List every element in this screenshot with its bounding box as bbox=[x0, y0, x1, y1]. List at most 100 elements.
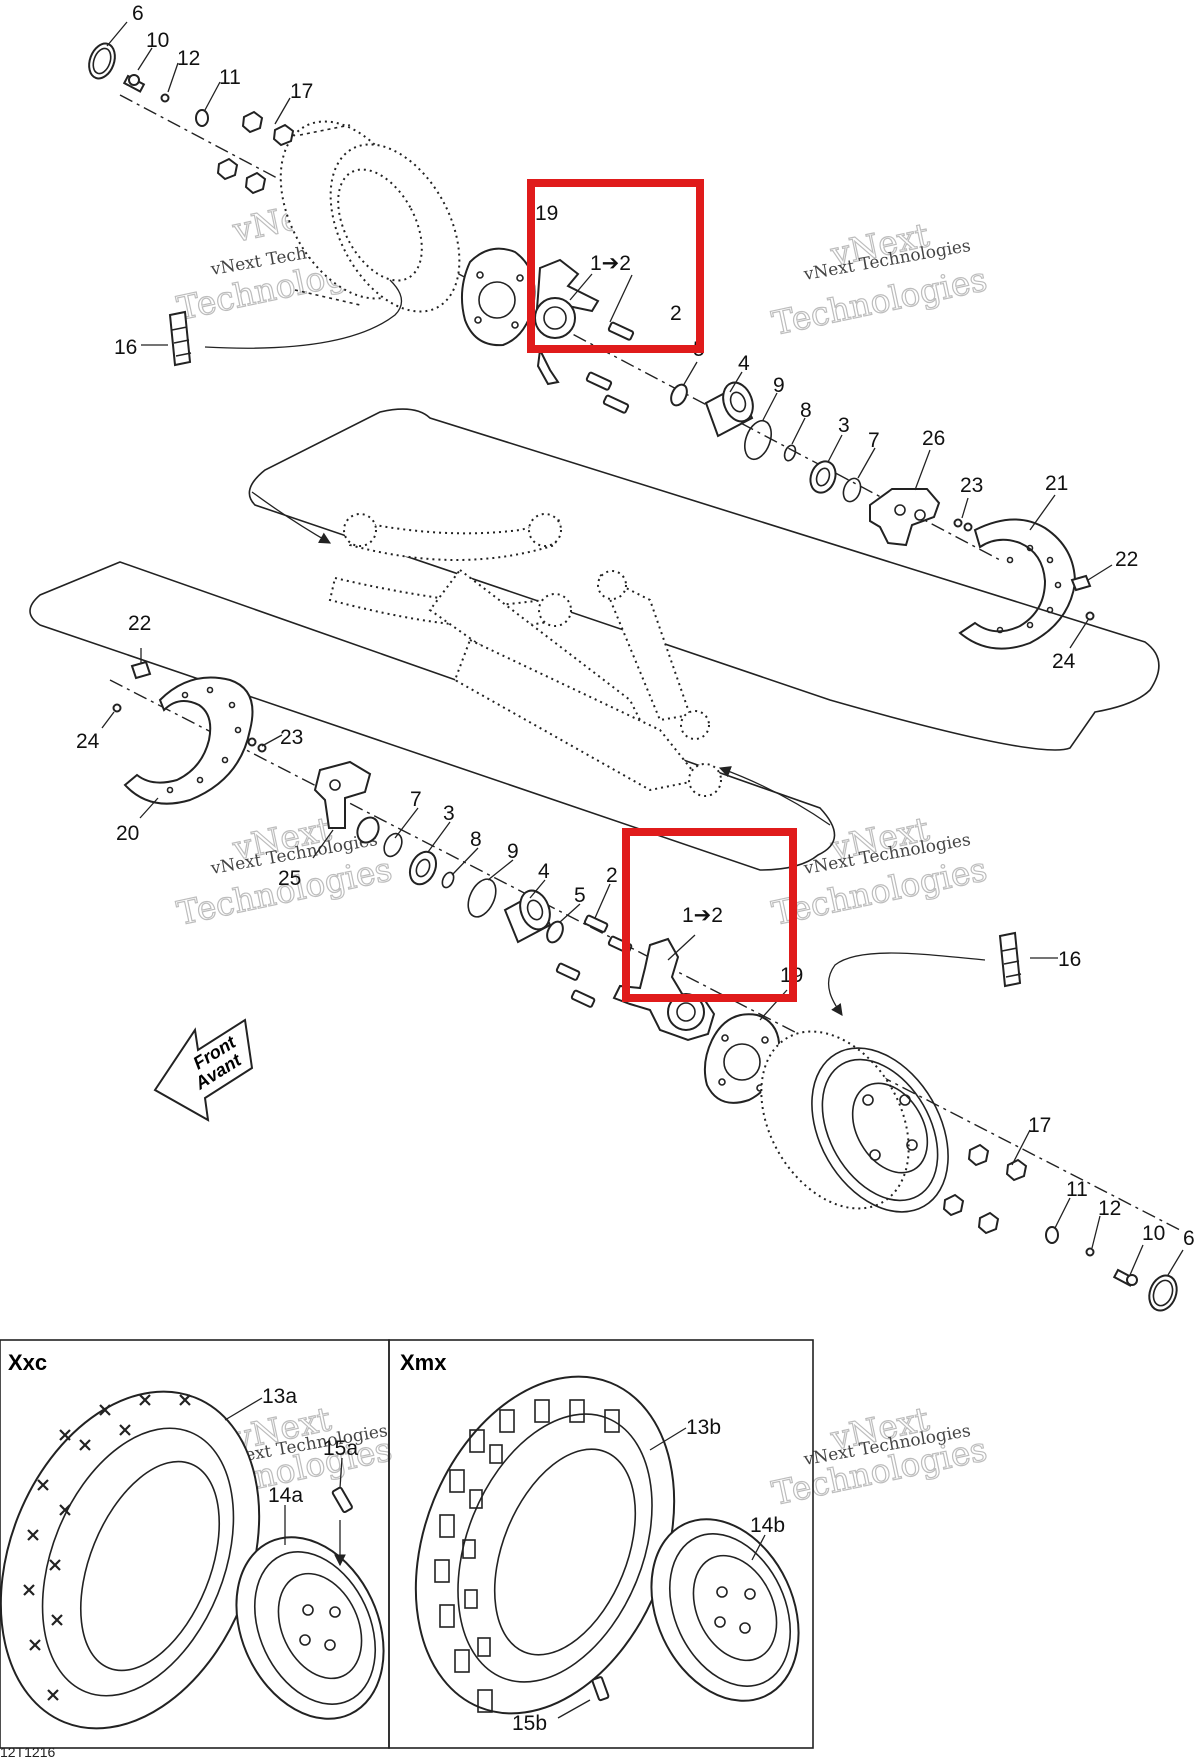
oring-8-top bbox=[783, 444, 797, 462]
callout-5-bottom: 5 bbox=[574, 884, 586, 907]
lower-a-arm bbox=[453, 570, 722, 797]
bolts-2-bottom bbox=[555, 914, 633, 1008]
bottom-assembly-axis bbox=[109, 679, 1181, 1231]
bracket-22-bottom bbox=[130, 660, 152, 680]
reflector-16-bottom bbox=[998, 931, 1022, 988]
top-hub-assembly bbox=[88, 42, 1095, 650]
callout-2-top: 2 bbox=[670, 302, 682, 325]
watermark-mid-right: vNext Technologies vNext Technologies bbox=[768, 809, 991, 934]
callout-8-top: 8 bbox=[800, 399, 812, 422]
callout-21: 21 bbox=[1045, 472, 1068, 495]
arrow-to-arm-upper bbox=[251, 491, 332, 544]
upper-a-arm bbox=[328, 513, 652, 742]
callout-23-bottom: 23 bbox=[280, 726, 303, 749]
callout-22-bottom: 22 bbox=[128, 612, 151, 635]
callout-15b: 15b bbox=[512, 1712, 547, 1735]
panel-title-xxc: Xxc bbox=[8, 1350, 47, 1375]
callout-17-bottom: 17 bbox=[1028, 1114, 1051, 1137]
screw-24-bottom bbox=[112, 703, 122, 713]
callout-13a: 13a bbox=[262, 1385, 297, 1408]
callout-7-top: 7 bbox=[868, 429, 880, 452]
seal-ring-6-bottom bbox=[1148, 1274, 1178, 1312]
callout-1to2-bottom: 1➔2 bbox=[682, 904, 723, 927]
callout-24-top: 24 bbox=[1052, 650, 1076, 673]
callout-14a: 14a bbox=[268, 1484, 303, 1507]
callout-4-top: 4 bbox=[738, 352, 750, 375]
callout-3-top: 3 bbox=[838, 414, 850, 437]
callout-6-bottom: 6 bbox=[1183, 1227, 1195, 1250]
callout-25: 25 bbox=[278, 867, 301, 890]
leader-lines bbox=[101, 21, 1184, 1276]
valve-15a bbox=[331, 1486, 353, 1567]
bearing-4-top bbox=[704, 381, 754, 438]
seal-ring-6 bbox=[88, 42, 116, 80]
bottom-wheel-rim bbox=[760, 1030, 949, 1213]
top-wheel-rim bbox=[279, 120, 461, 313]
reflector-16-path-bottom bbox=[828, 952, 986, 1016]
callout-13b: 13b bbox=[686, 1416, 721, 1439]
callout-7-bottom: 7 bbox=[410, 788, 422, 811]
bolt-10-bottom bbox=[1112, 1268, 1138, 1287]
callout-11-top: 11 bbox=[219, 66, 241, 89]
spacer-5-bottom bbox=[546, 920, 564, 944]
washer-11-bottom bbox=[1045, 1226, 1059, 1244]
screws-23-top bbox=[953, 518, 973, 532]
reflector-16-path-top bbox=[204, 279, 402, 349]
washer-11 bbox=[195, 109, 209, 127]
bearing-4-bottom bbox=[503, 889, 552, 944]
tire-panel-xmx: Xmx 13b 14b 15b bbox=[388, 1339, 814, 1749]
knuckle-1-top bbox=[534, 258, 600, 386]
callout-10-top: 10 bbox=[146, 29, 169, 52]
oring-8-bottom bbox=[441, 871, 455, 889]
callout-10-bottom: 10 bbox=[1142, 1222, 1165, 1245]
callout-6-top: 6 bbox=[132, 2, 144, 25]
reflector-16-top bbox=[168, 310, 192, 367]
watermark-top-right: vNext Technologies vNext Technologies bbox=[768, 215, 991, 344]
front-direction-arrow: Front Avant bbox=[153, 1018, 254, 1122]
callout-4-bottom: 4 bbox=[538, 860, 550, 883]
bolts-2-top bbox=[585, 321, 635, 414]
callout-12-bottom: 12 bbox=[1098, 1197, 1121, 1220]
callout-12-top: 12 bbox=[177, 47, 200, 70]
callout-16-top: 16 bbox=[114, 336, 137, 359]
highlight-box-bottom bbox=[622, 828, 797, 1002]
callout-1to2-top: 1➔2 bbox=[590, 252, 631, 275]
group-outline-top bbox=[248, 408, 1160, 751]
seal-3-bottom bbox=[408, 850, 438, 886]
callout-9-top: 9 bbox=[773, 374, 785, 397]
washer-12-bottom bbox=[1085, 1247, 1095, 1257]
highlight-box-top bbox=[527, 179, 704, 353]
valve-15b bbox=[591, 1676, 610, 1702]
gasket-19-top bbox=[460, 247, 536, 347]
watermark-bottom-right: vNext Technologies vNext Technologies bbox=[768, 1399, 991, 1514]
callout-14b: 14b bbox=[750, 1514, 785, 1537]
callout-24-bottom: 24 bbox=[76, 730, 100, 753]
callout-23-top: 23 bbox=[960, 474, 983, 497]
lug-nuts-17-bottom bbox=[942, 1143, 1028, 1235]
callout-11-bottom: 11 bbox=[1066, 1178, 1088, 1201]
callout-15a: 15a bbox=[323, 1437, 358, 1460]
caliper-support-26 bbox=[869, 488, 941, 547]
bracket-22-top bbox=[1070, 574, 1092, 592]
diagram-code: 12T1216 bbox=[0, 1744, 55, 1760]
callout-19-top: 19 bbox=[535, 202, 558, 225]
tire-panel-xxc: Xxc 13a 15a 14a bbox=[0, 1339, 390, 1749]
callout-3-bottom: 3 bbox=[443, 802, 455, 825]
callout-26: 26 bbox=[922, 427, 945, 450]
oring-7-top bbox=[842, 477, 862, 503]
callout-20: 20 bbox=[116, 822, 139, 845]
callout-17-top: 17 bbox=[290, 80, 313, 103]
callout-8-bottom: 8 bbox=[470, 828, 482, 851]
bolt-10 bbox=[122, 74, 146, 93]
callout-numbers: 6 10 12 11 17 19 1➔2 2 16 5 4 9 8 3 7 26… bbox=[76, 2, 1195, 1250]
screws-23-bottom bbox=[247, 737, 267, 753]
brake-disc-20 bbox=[123, 676, 254, 805]
suspension-arms bbox=[29, 408, 1160, 871]
screw-24-top bbox=[1085, 611, 1095, 621]
caliper-support-25 bbox=[313, 760, 380, 844]
callout-22-top: 22 bbox=[1115, 548, 1138, 571]
bottom-hub-assembly bbox=[109, 660, 1181, 1312]
lug-nuts-17 bbox=[216, 110, 295, 195]
callout-9-bottom: 9 bbox=[507, 840, 519, 863]
